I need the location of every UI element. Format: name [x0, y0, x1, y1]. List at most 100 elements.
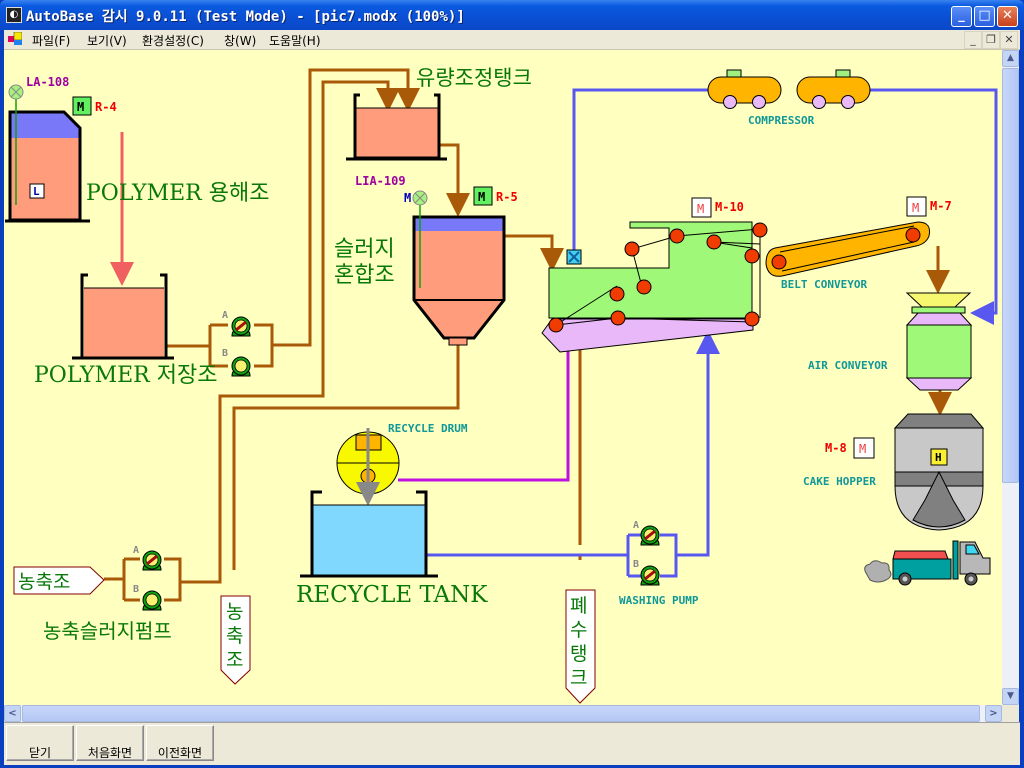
motor-m8-icon[interactable] — [853, 437, 875, 459]
pipe-polymer-pump-manifold — [208, 323, 274, 368]
maximize-button[interactable]: □ — [974, 6, 995, 27]
vertical-scrollbar[interactable]: ▲ ▼ — [1002, 50, 1019, 705]
flag-thickener-out-1: 농 — [226, 601, 243, 623]
polymer-storage-tank[interactable] — [72, 273, 174, 360]
motor-r4-icon[interactable] — [72, 96, 92, 116]
label-washing-pump: WASHING PUMP — [619, 594, 699, 607]
tag-r5: R-5 — [496, 190, 518, 204]
flow-adjust-tank[interactable] — [346, 93, 447, 161]
motor-r5-icon[interactable] — [473, 186, 493, 206]
label-sludge-mix-2: 혼합조 — [334, 263, 395, 288]
tag-la108: LA-108 — [26, 75, 69, 89]
scroll-up-button[interactable]: ▲ — [1002, 50, 1019, 67]
menu-view[interactable]: 보기(V) — [87, 34, 127, 48]
scroll-down-button[interactable]: ▼ — [1002, 688, 1019, 705]
tag-m8: M-8 — [825, 441, 847, 455]
scroll-corner — [1002, 705, 1019, 722]
level-indicator-l[interactable] — [29, 183, 45, 199]
tag-m7: M-7 — [930, 199, 952, 213]
flag-thickener-out[interactable]: 농 축 조 — [220, 595, 251, 685]
vertical-scroll-thumb[interactable] — [1002, 68, 1019, 483]
app-icon[interactable]: ◐ — [6, 7, 22, 23]
flag-waste-tank-4: 크 — [570, 667, 587, 689]
menu-help[interactable]: 도움말(H) — [269, 34, 321, 48]
sludge-pump-a-icon[interactable] — [141, 549, 163, 572]
label-air-conveyor: AIR CONVEYOR — [808, 359, 888, 372]
level-sensor-lia109[interactable] — [412, 190, 428, 206]
truck-icon — [864, 540, 991, 586]
home-screen-button[interactable]: 처음화면 — [76, 725, 144, 761]
label-belt-conveyor: BELT CONVEYOR — [781, 278, 867, 291]
previous-screen-button[interactable]: 이전화면 — [146, 725, 214, 761]
compressor-2[interactable] — [796, 69, 871, 109]
motor-m8-glyph: M — [859, 442, 866, 456]
level-indicator-l-text: L — [33, 185, 40, 198]
close-button[interactable]: 닫기 — [6, 725, 74, 761]
motor-m10-glyph: M — [697, 202, 704, 216]
polymer-pump-b-icon[interactable] — [231, 356, 251, 377]
recycle-drum[interactable] — [336, 428, 400, 506]
hopper-indicator-h-text: H — [935, 451, 942, 464]
bottom-toolbar: 닫기 처음화면 이전화면 — [4, 722, 1020, 765]
polymer-pump-a-icon[interactable] — [230, 315, 252, 338]
level-sensor-la108[interactable] — [8, 84, 24, 100]
cake-hopper[interactable] — [893, 413, 985, 531]
menu-window[interactable]: 창(W) — [224, 34, 257, 48]
menu-settings[interactable]: 환경설정(C) — [142, 34, 204, 48]
polymer-dissolve-tank[interactable] — [5, 94, 90, 223]
recycle-tank[interactable] — [300, 490, 438, 578]
mdi-restore-button[interactable]: ❐ — [982, 31, 1000, 49]
scroll-left-button[interactable]: < — [4, 705, 21, 722]
sludge-pump-b-label: B — [133, 584, 139, 595]
sludge-pump-a-label: A — [133, 545, 139, 556]
belt-press[interactable] — [541, 221, 768, 353]
washing-pump-b-icon[interactable] — [639, 564, 661, 587]
label-polymer-storage: POLYMER 저장조 — [34, 363, 217, 388]
sludge-pump-b-icon[interactable] — [142, 590, 162, 611]
pipe-flowtank-to-mix — [440, 143, 470, 217]
flag-thickener-in[interactable]: 농축조 — [13, 566, 105, 595]
tag-lia109: LIA-109 — [355, 174, 406, 188]
process-diagram: LA-108 M R-4 L POLYMER 용해조 POLYMER 저장조 A… — [4, 50, 1002, 705]
label-recycle-drum: RECYCLE DRUM — [388, 422, 468, 435]
washing-pump-b-label: B — [633, 559, 639, 570]
air-conveyor[interactable] — [905, 292, 973, 391]
compressor-1[interactable] — [707, 69, 782, 109]
motor-r4-glyph: M — [77, 100, 84, 114]
menu-file[interactable]: 파일(F) — [32, 34, 71, 48]
pipe-mix-drain — [232, 345, 460, 570]
scroll-right-button[interactable]: > — [985, 705, 1002, 722]
horizontal-scrollbar[interactable]: < > — [4, 705, 1002, 722]
pipe-mix-to-press — [505, 234, 564, 272]
hopper-indicator-h[interactable] — [930, 448, 948, 466]
mdi-close-button[interactable]: ✕ — [1000, 31, 1018, 49]
belt-conveyor[interactable] — [765, 221, 930, 277]
air-pipes — [426, 88, 998, 578]
flag-waste-tank[interactable]: 폐 수 탱 크 — [565, 589, 596, 704]
horizontal-scroll-thumb[interactable] — [22, 705, 980, 722]
mdi-document-icon[interactable] — [8, 32, 22, 46]
washing-pump-a-icon[interactable] — [639, 524, 661, 547]
polymer-pump-b-label: B — [222, 348, 228, 359]
label-flow-tank: 유량조정탱크 — [416, 66, 532, 90]
label-recycle-tank: RECYCLE TANK — [296, 582, 488, 608]
motor-m10-icon[interactable] — [691, 197, 712, 218]
sludge-pipes — [104, 68, 952, 602]
label-polymer-dissolve: POLYMER 용해조 — [86, 181, 269, 206]
motor-m7-icon[interactable] — [906, 196, 927, 217]
sludge-mix-tank[interactable] — [412, 198, 506, 346]
flag-thickener-out-3: 조 — [226, 649, 243, 671]
flag-waste-tank-1: 폐 — [570, 595, 587, 617]
pipe-recycle-filtrate — [398, 350, 570, 482]
flag-waste-tank-3: 탱 — [570, 643, 587, 665]
minimize-button[interactable]: _ — [951, 6, 972, 27]
close-window-button[interactable]: ✕ — [997, 6, 1018, 27]
label-sludge-pump: 농축슬러지펌프 — [43, 619, 172, 643]
tag-m10: M-10 — [715, 200, 744, 214]
pipe-sludge-to-flowtank — [180, 80, 400, 584]
pipe-air-left — [572, 88, 708, 250]
pipe-sludge-pump-manifold — [104, 557, 182, 602]
label-cake-hopper: CAKE HOPPER — [803, 475, 876, 488]
mdi-minimize-button[interactable]: _ — [964, 31, 982, 49]
menu-bar: 파일(F) 보기(V) 환경설정(C) 창(W) 도움말(H) _ ❐ ✕ — [4, 30, 1020, 50]
